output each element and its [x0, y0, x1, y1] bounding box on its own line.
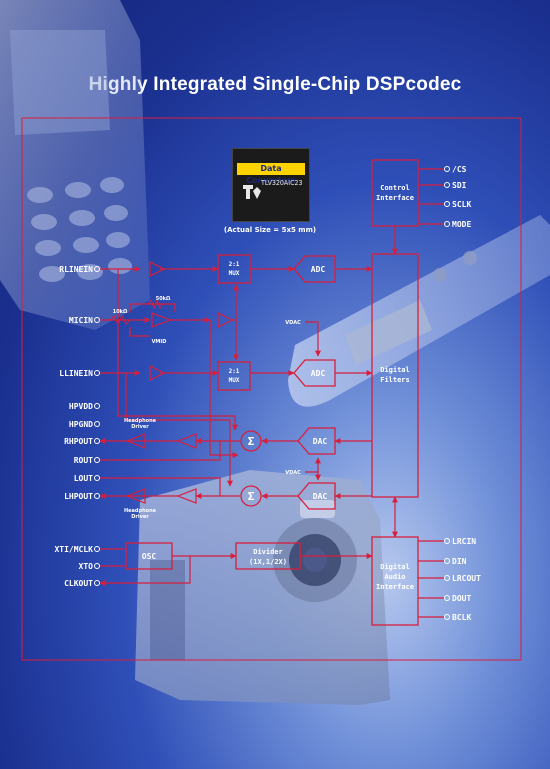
- pin-din: DIN: [452, 557, 467, 566]
- dac-right-block: [297, 427, 336, 455]
- chip-label: Data Converters: [237, 163, 305, 185]
- pin-cs: /CS: [452, 165, 467, 174]
- pin-lhpout: LHPOUT: [64, 492, 93, 501]
- right-pin-labels: /CS SDI SCLK MODE LRCIN DIN LRCOUT DOUT …: [452, 165, 481, 622]
- pin-bclk: BCLK: [452, 613, 471, 622]
- pin-clkout: CLKOUT: [64, 579, 93, 588]
- dac-right-label: DAC: [313, 437, 328, 446]
- pin-micin: MICIN: [69, 316, 93, 325]
- divider-label-line1: Divider: [253, 548, 283, 556]
- resistor-10k-label: 10kΩ: [113, 309, 128, 315]
- adc-left-block: [293, 359, 336, 387]
- dac-left-label: DAC: [313, 492, 328, 501]
- chip-part-number: TLV320AIC23: [261, 179, 303, 187]
- sum-right-node: [240, 430, 262, 452]
- mux-left-label-line1: 2:1: [229, 368, 240, 375]
- pin-lout: LOUT: [74, 474, 93, 483]
- pin-xto: XTO: [79, 562, 94, 571]
- mux-left-block: [217, 361, 251, 391]
- sum-left-node: [240, 485, 262, 507]
- mux-right-label-line1: 2:1: [229, 261, 240, 268]
- pin-rout: ROUT: [74, 456, 93, 465]
- mux-right-block: [217, 254, 251, 284]
- divider-block: [235, 542, 301, 570]
- adc-right-label: ADC: [311, 265, 326, 274]
- page-title: Highly Integrated Single-Chip DSPcodec: [88, 74, 462, 95]
- pin-llinein: LLINEIN: [59, 369, 93, 378]
- vmid-label: VMID: [152, 339, 167, 345]
- headphone-driver-bottom-line2: Driver: [131, 514, 149, 520]
- dac-left-block: [297, 482, 336, 510]
- sum-right-label: Σ: [248, 435, 255, 448]
- pin-rlinein: RLINEIN: [59, 265, 93, 274]
- vdac-bottom-label: VDAC: [285, 470, 301, 476]
- adc-right-block: [293, 255, 336, 283]
- digital-camera-image: [135, 470, 390, 705]
- block-labels: Control Interface Digital Filters Digita…: [142, 184, 414, 591]
- pin-sclk: SCLK: [452, 200, 471, 209]
- pin-mode: MODE: [452, 220, 471, 229]
- osc-block: [125, 542, 173, 570]
- dai-label-line1: Digital: [380, 563, 410, 571]
- pin-hpvdd: HPVDD: [69, 402, 93, 411]
- pin-xti-mclk: XTI/MCLK: [54, 545, 93, 554]
- signal-wires: [99, 168, 444, 618]
- mux-left-label-line2: MUX: [229, 377, 240, 384]
- resistors: [109, 298, 164, 326]
- blocks: [125, 159, 419, 626]
- chip-caption: (Actual Size = 5x5 mm): [223, 226, 317, 234]
- pin-hpgnd: HPGND: [69, 420, 93, 429]
- digital-audio-interface-block: [371, 536, 419, 626]
- dai-label-line2: Audio: [384, 573, 405, 581]
- headphone-driver-top-line1: Headphone: [124, 418, 157, 424]
- headphone-driver-top-line2: Driver: [131, 424, 149, 430]
- pin-lrcout: LRCOUT: [452, 574, 481, 583]
- headphone-driver-bottom-line1: Headphone: [124, 508, 157, 514]
- digital-filters-block: [371, 253, 419, 498]
- pin-dout: DOUT: [452, 594, 471, 603]
- resistor-50k-label: 50kΩ: [156, 296, 171, 302]
- pin-sdi: SDI: [452, 181, 467, 190]
- cell-phone-image: [0, 0, 150, 330]
- pin-rhpout: RHPOUT: [64, 437, 93, 446]
- control-interface-label-line1: Control: [380, 184, 410, 192]
- sum-left-label: Σ: [248, 490, 255, 503]
- mp3-player-image: [288, 215, 550, 407]
- pin-markers: [94, 166, 450, 620]
- diagram-frame: [21, 117, 522, 661]
- annotation-labels: VDAC VDAC VMID 50kΩ 10kΩ Headphone Drive…: [113, 296, 301, 520]
- amplifiers: [125, 261, 234, 504]
- vdac-top-label: VDAC: [285, 320, 301, 326]
- adc-left-label: ADC: [311, 369, 326, 378]
- mux-right-label-line2: MUX: [229, 270, 240, 277]
- ti-logo-icon: [243, 185, 261, 199]
- digital-filters-label-line2: Filters: [380, 376, 410, 384]
- osc-label: OSC: [142, 552, 157, 561]
- digital-filters-label-line1: Digital: [380, 366, 410, 374]
- control-interface-label-line2: Interface: [376, 194, 414, 202]
- left-pin-labels: RLINEIN MICIN LLINEIN HPVDD HPGND RHPOUT…: [54, 265, 93, 588]
- chip-image: Data Converters TLV320AIC23: [232, 148, 310, 222]
- control-interface-block: [371, 159, 419, 227]
- dai-label-line3: Interface: [376, 583, 414, 591]
- divider-label-line2: (1X,1/2X): [249, 558, 287, 566]
- pin-lrcin: LRCIN: [452, 537, 476, 546]
